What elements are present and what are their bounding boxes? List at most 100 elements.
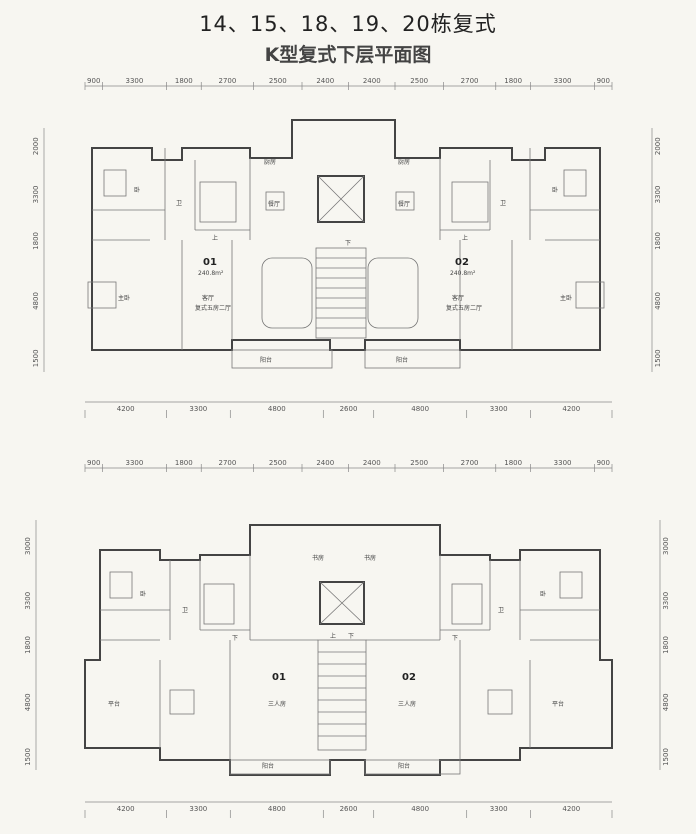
dimension-label: 1800: [654, 232, 662, 250]
upper-dining-left-label: 餐厅: [268, 200, 280, 208]
dimension-label: 3000: [662, 537, 670, 555]
dimension-label: 1500: [24, 748, 32, 766]
dimension-label: 3300: [490, 405, 508, 413]
dimension-label: 4200: [562, 405, 580, 413]
dimension-label: 3300: [490, 805, 508, 813]
dimension-label: 2400: [363, 77, 381, 85]
dimension-label: 2500: [269, 77, 287, 85]
dimension-label: 900: [597, 459, 610, 467]
upper-master-right-label: 主卧: [560, 294, 572, 302]
dimension-label: 3300: [554, 77, 572, 85]
upper-balcony-left-label: 阳台: [260, 356, 272, 364]
upper-dining-right-label: 餐厅: [398, 200, 410, 208]
dimension-label: 2400: [316, 459, 334, 467]
lower-study-right-label: 书房: [364, 554, 376, 562]
dimension-label: 4800: [654, 292, 662, 310]
dimension-label: 1800: [175, 77, 193, 85]
upper-kitchen-left-label: 厨房: [264, 158, 276, 166]
upper-unit-right-number: 02: [455, 257, 469, 268]
upper-floor-plan: 900 3300 1800 2700 2500 2400 2400 2500 2700 1800 3…: [32, 77, 662, 418]
lower-terrace-right-label: 平台: [552, 700, 564, 708]
dimension-label: 3300: [189, 805, 207, 813]
lower-floor-plan: 900 3300 1800 2700 2500 2400 2400 2500 2700 1800 3…: [24, 459, 670, 818]
dimension-label: 3000: [24, 537, 32, 555]
upper-unit-right-note1: 客厅: [452, 294, 464, 302]
dimension-label: 1500: [662, 748, 670, 766]
upper-unit-left-area: 240.8m²: [198, 270, 224, 277]
upper-balcony-right-label: 阳台: [396, 356, 408, 364]
dimension-label: 2000: [654, 137, 662, 155]
upper-bath-left-label: 卫: [176, 200, 182, 207]
dimension-label: 4800: [24, 693, 32, 711]
upper-core-down-label: 下: [345, 240, 351, 247]
lower-study-left-label: 书房: [312, 554, 324, 562]
upper-stair-left-label: 上: [212, 234, 218, 242]
lower-bath-left-label: 卫: [182, 607, 188, 614]
upper-bed-left-label: 卧: [134, 186, 140, 194]
upper-bath-right-label: 卫: [500, 200, 506, 207]
dimension-label: 4200: [117, 805, 135, 813]
dimension-label: 1800: [504, 77, 522, 85]
dimension-label: 3300: [24, 592, 32, 610]
dimension-label: 2400: [363, 459, 381, 467]
dimension-label: 4200: [117, 405, 135, 413]
dimension-label: 2500: [410, 77, 428, 85]
dimension-label: 900: [87, 459, 100, 467]
dimension-label: 4800: [268, 805, 286, 813]
dimension-label: 1800: [24, 636, 32, 654]
dimension-label: 1800: [175, 459, 193, 467]
dimension-label: 1500: [32, 349, 40, 367]
dimension-label: 2400: [316, 77, 334, 85]
dimension-label: 3300: [554, 459, 572, 467]
lower-core-down-label: 下: [348, 633, 354, 640]
dimension-label: 2600: [340, 805, 358, 813]
upper-kitchen-right-label: 厨房: [398, 158, 410, 166]
dimension-label: 4800: [411, 805, 429, 813]
lower-core-up-label: 上: [330, 632, 336, 640]
dimension-label: 3300: [189, 405, 207, 413]
dimension-label: 2700: [218, 77, 236, 85]
lower-master-right-label: 三人房: [398, 700, 416, 708]
lower-stair-right-label: 下: [452, 635, 458, 642]
upper-unit-left-number: 01: [203, 257, 217, 268]
lower-stair-left-label: 下: [232, 635, 238, 642]
lower-bed-left-label: 卧: [140, 590, 146, 598]
dimension-label: 4800: [662, 693, 670, 711]
dimension-label: 1800: [32, 232, 40, 250]
dimension-label: 4800: [32, 292, 40, 310]
dimension-label: 3300: [125, 459, 143, 467]
lower-unit-right-number: 02: [402, 672, 416, 683]
dimension-label: 2500: [410, 459, 428, 467]
upper-unit-left-note1: 客厅: [202, 294, 214, 302]
dimension-label: 900: [597, 77, 610, 85]
dimension-label: 3300: [662, 592, 670, 610]
dimension-label: 4800: [411, 405, 429, 413]
dimension-label: 3300: [32, 186, 40, 204]
upper-unit-right-note2: 复式五房二厅: [446, 304, 482, 312]
dimension-label: 1800: [504, 459, 522, 467]
page-subtitle: K型复式下层平面图: [264, 44, 432, 66]
upper-unit-left-note2: 复式五房二厅: [195, 304, 231, 312]
dimension-label: 900: [87, 77, 100, 85]
dimension-label: 2700: [461, 459, 479, 467]
dimension-label: 4200: [562, 805, 580, 813]
dimension-label: 3300: [654, 186, 662, 204]
page-title: 14、15、18、19、20栋复式: [199, 12, 497, 36]
dimension-label: 4800: [268, 405, 286, 413]
upper-bed-right-label: 卧: [552, 186, 558, 194]
dimension-label: 1800: [662, 636, 670, 654]
dimension-label: 2700: [461, 77, 479, 85]
upper-master-left-label: 主卧: [118, 294, 130, 302]
dimension-label: 2700: [218, 459, 236, 467]
upper-stair-right-label: 上: [462, 234, 468, 242]
lower-balcony-left-label: 阳台: [262, 762, 274, 770]
lower-bed-right-label: 卧: [540, 590, 546, 598]
upper-unit-right-area: 240.8m²: [450, 270, 476, 277]
dimension-label: 1500: [654, 349, 662, 367]
dimension-label: 2500: [269, 459, 287, 467]
dimension-label: 3300: [125, 77, 143, 85]
lower-unit-left-number: 01: [272, 672, 286, 683]
lower-master-left-label: 三人房: [268, 700, 286, 708]
lower-bath-right-label: 卫: [498, 607, 504, 614]
